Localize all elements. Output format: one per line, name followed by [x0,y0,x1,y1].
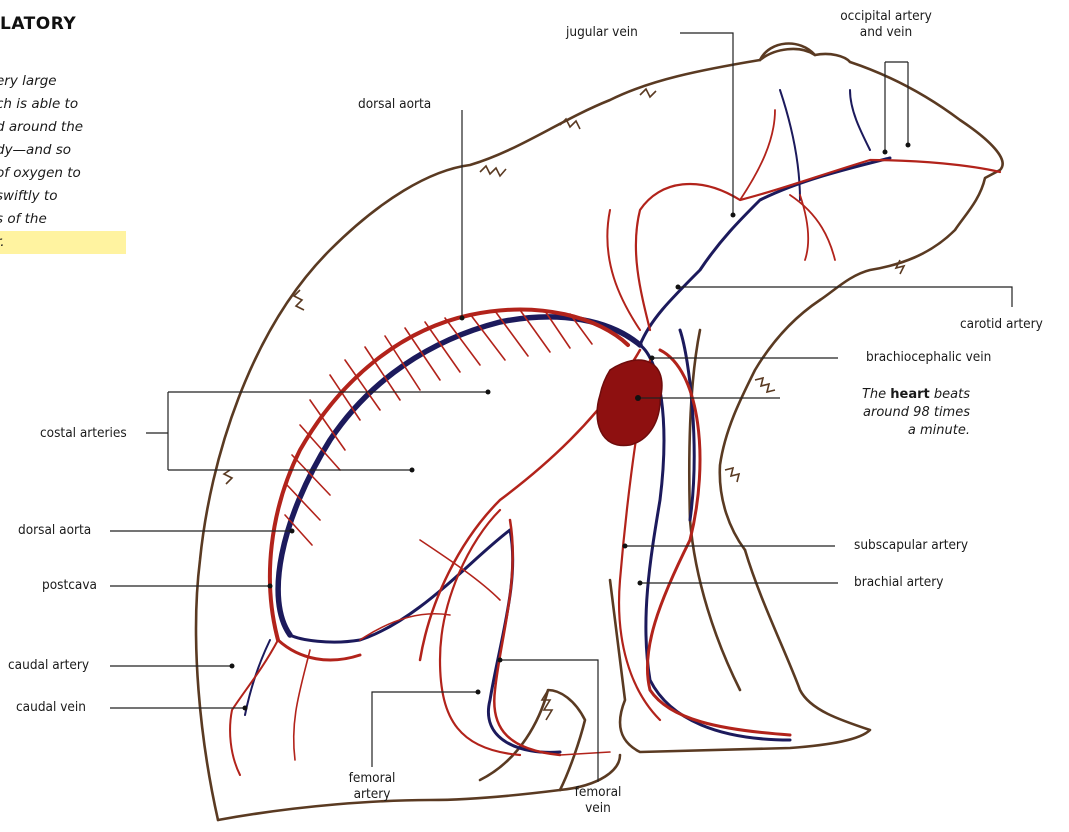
heart-shape [597,360,662,446]
leader-femoral-vein [500,660,598,782]
label-femoral-artery-line2: artery [336,786,408,802]
label-femoral-vein-line2: vein [562,800,634,816]
label-carotid-artery: carotid artery [960,316,1043,332]
label-subscapular-artery: subscapular artery [854,537,968,553]
heart-note-pre: The [862,387,890,402]
label-dorsal-aorta-top: dorsal aorta [358,96,431,112]
label-femoral-artery-line1: femoral [336,770,408,786]
heart-note-line2: around 98 times [790,404,970,422]
leader-femoral-artery [372,692,478,767]
leader-occipital [885,62,908,152]
label-caudal-artery: caudal artery [8,657,89,673]
label-dorsal-aorta-left: dorsal aorta [18,522,91,538]
leader-jugular-vein [680,33,733,215]
heart-note-post: beats [930,387,970,402]
label-brachiocephalic-vein: brachiocephalic vein [866,349,991,365]
label-occipital-line2: and vein [830,24,942,40]
label-femoral-artery: femoral artery [336,770,408,802]
label-occipital-line1: occipital artery [830,8,942,24]
heart-note-bold: heart [890,387,929,402]
label-postcava: postcava [42,577,97,593]
label-caudal-vein: caudal vein [16,699,86,715]
label-brachial-artery: brachial artery [854,574,943,590]
heart-note-line3: a minute. [790,422,970,440]
label-jugular-vein: jugular vein [566,24,638,40]
label-femoral-vein-line1: femoral [562,784,634,800]
label-occipital: occipital artery and vein [830,8,942,40]
label-costal-arteries: costal arteries [40,425,127,441]
heart-note: The heart beats around 98 times a minute… [790,386,970,440]
leader-carotid [678,287,1012,307]
label-femoral-vein: femoral vein [562,784,634,816]
